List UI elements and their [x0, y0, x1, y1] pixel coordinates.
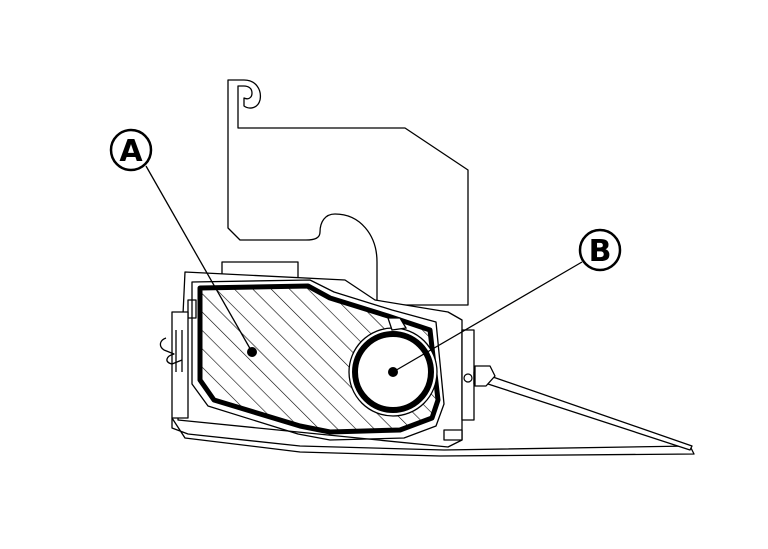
leader-a — [145, 165, 257, 357]
leader-b — [388, 261, 583, 377]
label-b: B — [589, 234, 612, 269]
leader-a-dot — [247, 347, 257, 357]
callout-b: B — [578, 228, 622, 272]
callout-a: A — [109, 128, 153, 172]
upper-bracket — [227, 79, 469, 306]
seal-strip — [463, 365, 693, 451]
leader-b-dot — [388, 367, 398, 377]
side-clip — [159, 330, 183, 372]
label-a: A — [119, 134, 143, 169]
